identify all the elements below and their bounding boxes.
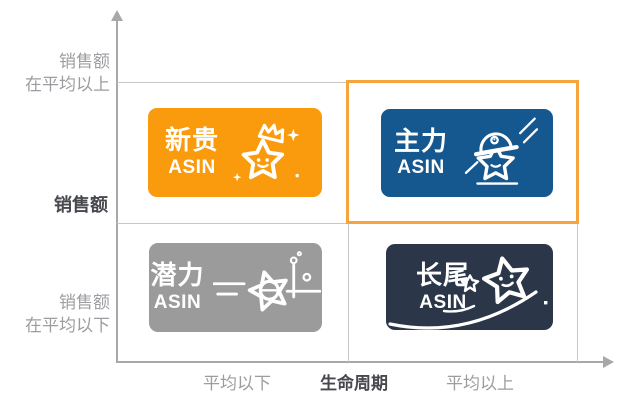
highlight-border-main-quadrant [346, 80, 579, 224]
hardhat-star-icon [464, 117, 539, 185]
y-axis-label-below-average: 销售额 在平均以下 [0, 291, 110, 337]
x-axis-line [116, 361, 605, 363]
card-title-main: 主力 [393, 125, 448, 156]
quadrant-card-potential: 潜力 ASIN [149, 243, 322, 332]
quadrant-card-main: 主力 ASIN [381, 109, 553, 197]
x-axis-title: 生命周期 [320, 374, 388, 393]
quadrant-card-longtail: 长尾 ASIN [386, 244, 553, 330]
y-axis-arrow-icon [111, 10, 123, 21]
card-text-new: 新贵 ASIN [165, 126, 219, 178]
card-title-potential: 潜力 [150, 260, 205, 291]
card-text-potential: 潜力 ASIN [150, 261, 204, 313]
shooting-star-icon [388, 256, 548, 330]
x-axis-label-below-average: 平均以下 [203, 374, 271, 393]
card-subtitle-new: ASIN [168, 156, 216, 178]
crown-star-icon [232, 123, 300, 181]
y-axis-title: 销售额 [54, 195, 108, 215]
y-axis-label-below-line1: 销售额 [59, 293, 110, 312]
card-text-main: 主力 ASIN [394, 127, 448, 179]
x-axis-arrow-icon [603, 356, 614, 368]
diving-star-icon [212, 251, 321, 312]
card-title-longtail: 长尾 [416, 260, 471, 290]
card-subtitle-longtail: ASIN [419, 291, 467, 313]
card-subtitle-potential: ASIN [153, 291, 202, 313]
card-title-new: 新贵 [164, 125, 219, 156]
y-axis-label-above-average: 销售额 在平均以上 [0, 50, 110, 96]
y-axis-label-above-line2: 在平均以上 [25, 75, 110, 94]
x-axis-label-above-average: 平均以上 [446, 374, 514, 393]
card-text-longtail: 长尾 ASIN [416, 261, 470, 313]
y-axis-line [116, 18, 118, 363]
y-axis-label-below-line2: 在平均以下 [25, 316, 110, 335]
quadrant-card-new: 新贵 ASIN [148, 108, 322, 197]
y-axis-label-above-line1: 销售额 [59, 52, 110, 71]
card-subtitle-main: ASIN [397, 157, 445, 179]
